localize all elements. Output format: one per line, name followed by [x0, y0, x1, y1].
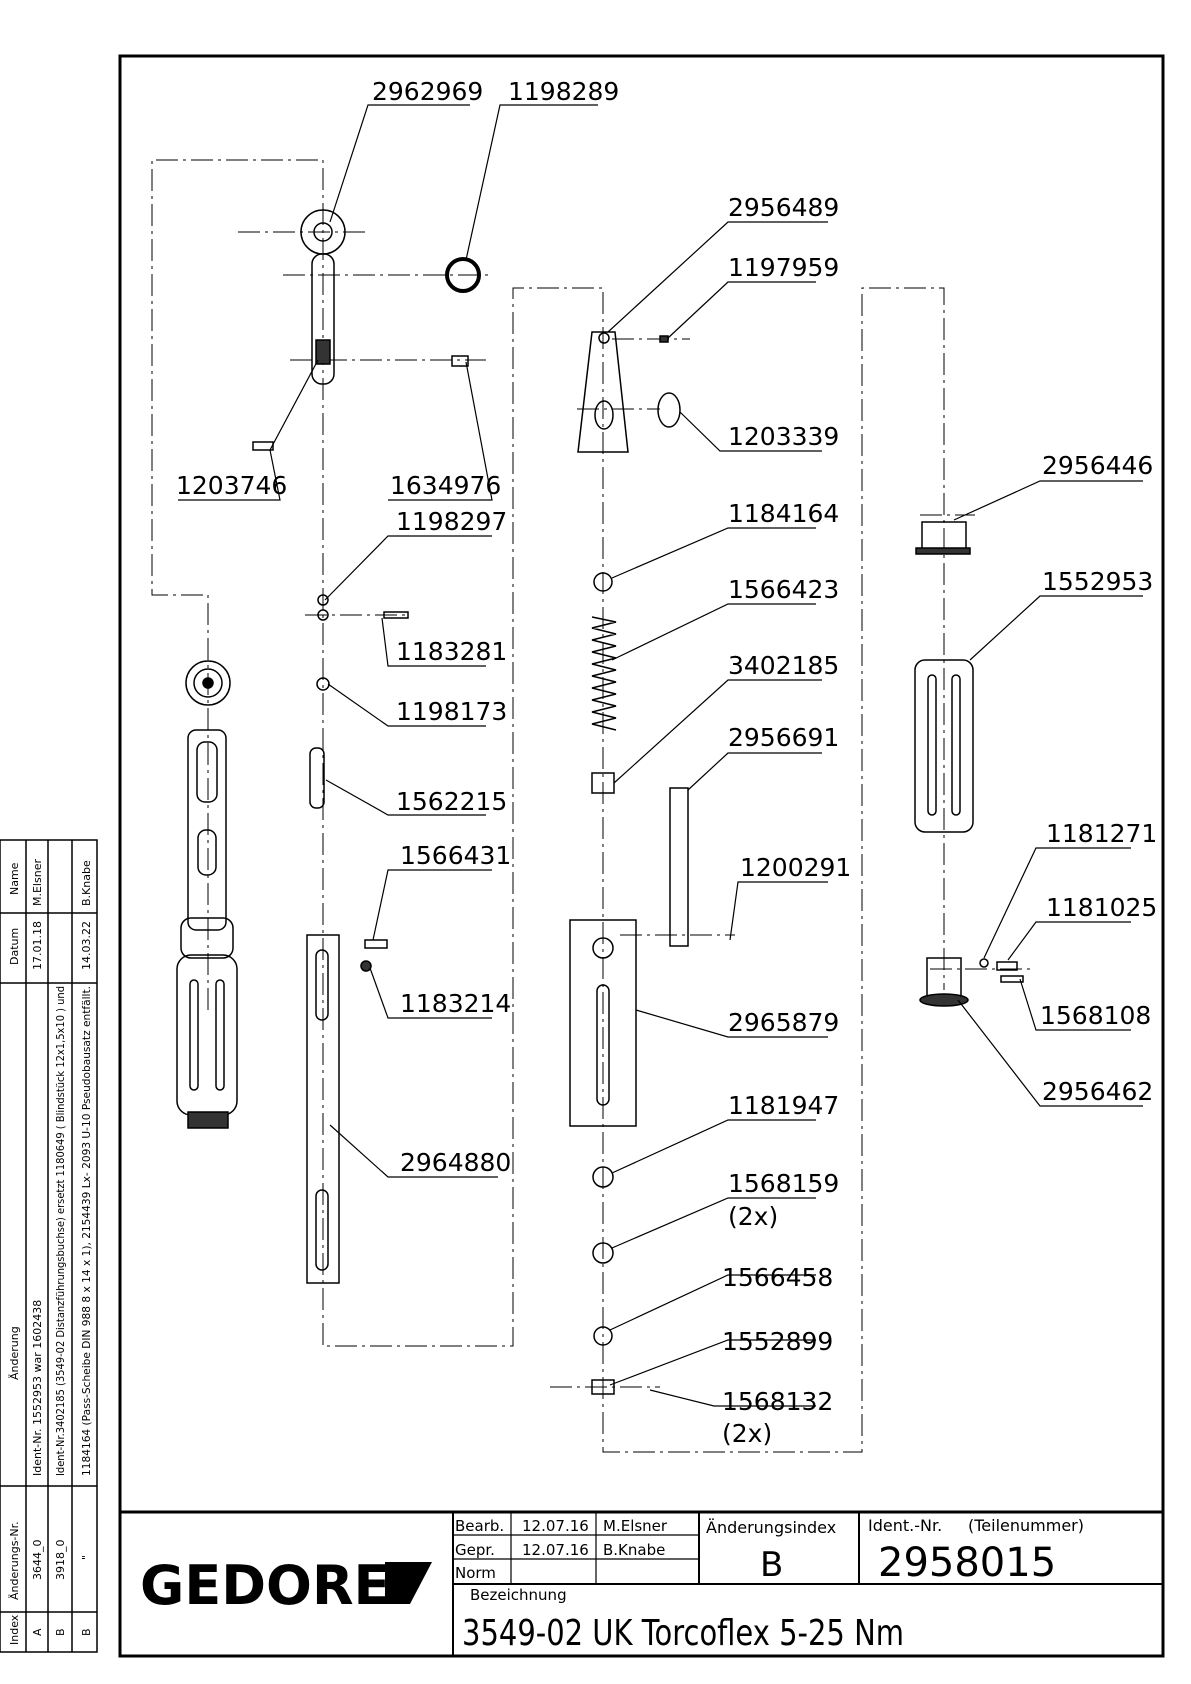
drawing-frame	[118, 54, 1165, 1658]
bezeichnung-value: 3549-02 UK Torcoflex 5-25 Nm	[462, 1613, 904, 1654]
rev-a-aenderung: Ident-Nr. 1552953 war 1602438	[31, 1300, 44, 1476]
callout-3402185: 3402185	[728, 651, 839, 680]
gepr-date: 12.07.16	[522, 1541, 589, 1559]
callout-1566458: 1566458	[722, 1263, 833, 1292]
bearb-name: M.Elsner	[603, 1517, 668, 1535]
rev-c-aenderung: 1184164 (Pass-Scheibe DIN 988 8 x 14 x 1…	[80, 986, 93, 1476]
ratchet-head-parts	[252, 209, 481, 1284]
rev-c-nr: "	[80, 1555, 93, 1560]
rev-c-index: B	[80, 1628, 93, 1636]
part-callouts: 2962969 1198289 1203746 1634976 1198297 …	[176, 77, 1157, 1448]
rev-a-name: M.Elsner	[31, 859, 44, 906]
handle-parts	[914, 521, 1024, 1007]
callout-1183281: 1183281	[396, 637, 507, 666]
bearb-label: Bearb.	[455, 1517, 504, 1535]
callout-1181025: 1181025	[1046, 893, 1157, 922]
revision-table-text: Index Änderungs-Nr. Änderung Datum Name …	[8, 859, 93, 1645]
rev-b-datum: 14.03.22	[80, 921, 93, 970]
rev-a-index: A	[31, 1628, 44, 1636]
callout-1562215: 1562215	[396, 787, 507, 816]
callout-1181947: 1181947	[728, 1091, 839, 1120]
callout-1181271: 1181271	[1046, 819, 1157, 848]
callout-2965879: 2965879	[728, 1008, 839, 1037]
rev-b-name: B.Knabe	[80, 860, 93, 906]
gepr-name: B.Knabe	[603, 1541, 665, 1559]
gedore-logo: GEDORE	[140, 1554, 390, 1617]
rev-b-index: B	[54, 1628, 67, 1636]
callout-1203746: 1203746	[176, 471, 287, 500]
callout-1203339: 1203339	[728, 422, 839, 451]
aenderungsindex-value: B	[760, 1545, 783, 1585]
gepr-label: Gepr.	[455, 1541, 495, 1559]
callout-1566431: 1566431	[400, 841, 511, 870]
mechanism-parts	[569, 331, 689, 1395]
callout-1552899: 1552899	[722, 1327, 833, 1356]
ident-value: 2958015	[878, 1540, 1056, 1586]
assembled-wrench	[176, 660, 238, 1129]
bearb-date: 12.07.16	[522, 1517, 589, 1535]
callout-1568159: 1568159	[728, 1169, 839, 1198]
aenderungsindex-label: Änderungsindex	[706, 1518, 836, 1537]
callout-2962969: 2962969	[372, 77, 483, 106]
callout-2956446: 2956446	[1042, 451, 1153, 480]
ident-label: Ident.-Nr.	[868, 1516, 942, 1535]
callout-1198297: 1198297	[396, 507, 507, 536]
callout-2964880: 2964880	[400, 1148, 511, 1177]
callout-1197959: 1197959	[728, 253, 839, 282]
callout-1634976: 1634976	[390, 471, 501, 500]
callout-2956489: 2956489	[728, 193, 839, 222]
bezeichnung-label: Bezeichnung	[470, 1586, 567, 1604]
leader-lines	[178, 104, 1143, 1407]
revision-table	[0, 839, 98, 1653]
callout-1198289: 1198289	[508, 77, 619, 106]
qty-1568159: (2x)	[728, 1202, 778, 1231]
rev-header-aenderung: Änderung	[8, 1326, 21, 1380]
qty-1568132: (2x)	[722, 1419, 772, 1448]
callout-1552953: 1552953	[1042, 567, 1153, 596]
rev-header-datum: Datum	[8, 928, 21, 965]
callout-1568108: 1568108	[1040, 1001, 1151, 1030]
callout-1568132: 1568132	[722, 1387, 833, 1416]
center-lines	[151, 159, 1030, 1453]
callout-2956691: 2956691	[728, 723, 839, 752]
callout-1566423: 1566423	[728, 575, 839, 604]
rev-b-aenderung: Ident-Nr.3402185 (3549-02 Distanzführung…	[54, 986, 67, 1476]
callout-2956462: 2956462	[1042, 1077, 1153, 1106]
norm-label: Norm	[455, 1564, 496, 1582]
gedore-logo-arrow	[385, 1562, 432, 1604]
rev-header-nr: Änderungs-Nr.	[8, 1521, 21, 1600]
callout-1184164: 1184164	[728, 499, 839, 528]
callout-1183214: 1183214	[400, 989, 511, 1018]
teilenummer-label: (Teilenummer)	[968, 1516, 1084, 1535]
rev-a-datum: 17.01.18	[31, 921, 44, 970]
rev-header-index: Index	[8, 1614, 21, 1645]
rev-a-nr: 3644_0	[31, 1540, 44, 1581]
callout-1200291: 1200291	[740, 853, 851, 882]
title-block: GEDORE Bearb. Gepr. Norm 12.07.16 12.07.…	[140, 1516, 1084, 1654]
callout-1198173: 1198173	[396, 697, 507, 726]
rev-header-name: Name	[8, 862, 21, 895]
rev-b-nr: 3918_0	[54, 1540, 67, 1581]
